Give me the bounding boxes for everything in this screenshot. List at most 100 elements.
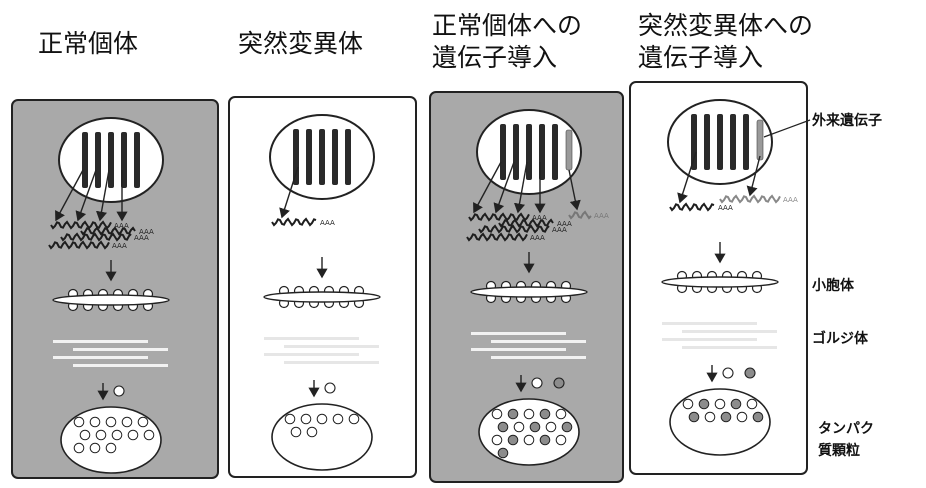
protein-particle	[306, 426, 318, 438]
label-protein-granule: タンパク 質顆粒	[818, 421, 874, 459]
transcription-arrow	[677, 151, 697, 204]
protein-particle	[105, 416, 117, 428]
chromosome	[743, 114, 749, 170]
transcription-arrow	[473, 161, 502, 214]
label-golgi: ゴルジ体	[812, 331, 868, 347]
foreign-gene-leader	[763, 119, 811, 138]
protein-particle	[736, 411, 748, 423]
foreign-protein-particle	[539, 408, 551, 420]
protein-particle	[523, 434, 535, 446]
transcription-arrow	[95, 169, 110, 222]
protein-particle	[491, 434, 503, 446]
golgi-cisterna	[491, 340, 586, 343]
protein-particle	[127, 429, 139, 441]
protein-particle	[714, 398, 726, 410]
chromosome	[108, 132, 114, 188]
golgi-cisterna	[284, 345, 379, 348]
transcription-arrow	[75, 169, 97, 222]
golgi-cisterna	[284, 361, 379, 364]
protein-granule	[669, 388, 771, 456]
poly-a-tail: AAA	[783, 196, 798, 204]
granule-particle	[113, 385, 125, 397]
mrna	[478, 224, 550, 234]
protein-particle	[682, 398, 694, 410]
foreign-granule-particle	[553, 377, 565, 389]
golgi-cisterna	[73, 348, 168, 351]
protein-granule	[60, 406, 162, 474]
protein-particle	[111, 429, 123, 441]
golgi-cisterna	[73, 364, 168, 367]
chromosome	[730, 114, 736, 170]
foreign-protein-particle	[698, 398, 710, 410]
golgi-cisterna	[471, 332, 566, 335]
foreign-protein-particle	[507, 434, 519, 446]
poly-a-tail: AAA	[594, 212, 609, 220]
golgi-cisterna	[264, 353, 359, 356]
poly-a-tail: AAA	[552, 226, 567, 234]
chromosome	[513, 124, 519, 180]
granule-particle	[722, 367, 734, 379]
chromosome	[95, 132, 101, 188]
golgi-cisterna	[471, 348, 566, 351]
golgi-cisterna	[264, 337, 359, 340]
poly-a-tail: AAA	[530, 234, 545, 242]
chromosome	[134, 132, 140, 188]
endoplasmic-reticulum	[263, 291, 381, 303]
mrna	[468, 212, 530, 222]
foreign-protein-particle	[539, 434, 551, 446]
golgi-cisterna	[662, 322, 757, 325]
poly-a-tail: AAA	[112, 242, 127, 250]
chromosome	[717, 114, 723, 170]
mrna	[466, 232, 528, 242]
chromosome	[82, 132, 88, 188]
protein-particle	[121, 416, 133, 428]
poly-a-tail: AAA	[718, 204, 733, 212]
protein-particle	[73, 442, 85, 454]
protein-particle	[491, 408, 503, 420]
transcription-arrow	[513, 161, 528, 214]
chromosome	[526, 124, 532, 180]
foreign-protein-particle	[507, 408, 519, 420]
foreign-protein-particle	[730, 398, 742, 410]
foreign-protein-particle	[720, 411, 732, 423]
transcription-arrow	[55, 169, 84, 222]
granule-particle	[324, 382, 336, 394]
protein-particle	[555, 408, 567, 420]
protein-particle	[105, 442, 117, 454]
foreign-mrna	[568, 210, 592, 220]
foreign-gene-chromosome	[756, 119, 764, 161]
protein-particle	[704, 411, 716, 423]
protein-particle	[332, 413, 344, 425]
foreign-granule-particle	[744, 367, 756, 379]
protein-particle	[545, 421, 557, 433]
transcription-arrow	[568, 169, 581, 211]
transcription-arrow	[746, 155, 761, 197]
foreign-mrna	[719, 194, 781, 204]
protein-particle	[555, 434, 567, 446]
foreign-protein-particle	[688, 411, 700, 423]
poly-a-tail: AAA	[532, 214, 547, 222]
foreign-gene-chromosome	[565, 129, 573, 171]
chromosome	[704, 114, 710, 170]
panel-title-mutant: 突然変異体	[238, 29, 364, 58]
protein-particle	[79, 429, 91, 441]
mrna	[669, 202, 715, 212]
panel-title-mutant-transgenic: 突然変異体への 遺伝子導入	[638, 11, 814, 72]
foreign-protein-particle	[752, 411, 764, 423]
endoplasmic-reticulum	[661, 276, 779, 288]
golgi-cisterna	[53, 356, 148, 359]
mrna	[50, 220, 112, 230]
panel-title-normal-transgenic: 正常個体への 遺伝子導入	[432, 11, 583, 72]
protein-particle	[316, 413, 328, 425]
endoplasmic-reticulum	[52, 294, 170, 306]
transcription-arrow	[493, 161, 515, 214]
mrna	[48, 240, 110, 250]
protein-particle	[284, 413, 296, 425]
protein-particle	[290, 426, 302, 438]
protein-particle	[513, 421, 525, 433]
cell-panel	[228, 96, 417, 478]
granule-particle	[531, 377, 543, 389]
chromosome	[691, 114, 697, 170]
protein-particle	[89, 416, 101, 428]
